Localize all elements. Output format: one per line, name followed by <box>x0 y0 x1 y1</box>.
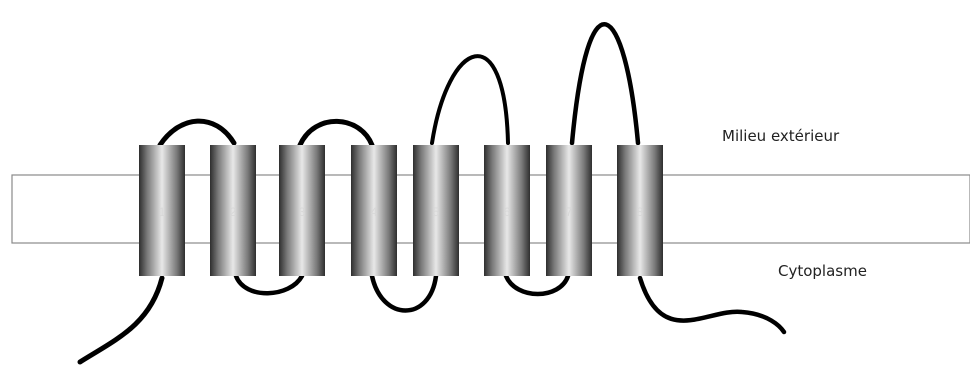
loop-4-5 <box>372 276 436 311</box>
loop-2-3 <box>236 276 302 293</box>
loop-7-8 <box>572 24 638 143</box>
loop-5-6 <box>432 56 508 143</box>
helix-5: 5 <box>413 145 459 276</box>
helix-number-5: 5 <box>433 205 440 219</box>
outside-label: Milieu extérieur <box>722 127 840 145</box>
n-terminus-tail <box>80 278 162 362</box>
helix-1: 1 <box>139 145 185 276</box>
loop-6-7 <box>506 276 568 294</box>
helix-3: 3 <box>279 145 325 276</box>
helix-number-4: 4 <box>371 205 378 219</box>
helix-8: 8 <box>617 145 663 276</box>
helix-number-1: 1 <box>159 205 166 219</box>
loop-1-2 <box>160 121 234 145</box>
loop-3-4 <box>300 121 372 145</box>
helix-number-3: 3 <box>299 205 306 219</box>
helix-number-2: 2 <box>230 205 237 219</box>
helix-4: 4 <box>351 145 397 276</box>
helix-number-8: 8 <box>637 205 644 219</box>
helix-7: 7 <box>546 145 592 276</box>
inside-label: Cytoplasme <box>778 262 867 280</box>
helix-6: 6 <box>484 145 530 276</box>
helix-number-6: 6 <box>504 205 511 219</box>
helix-2: 2 <box>210 145 256 276</box>
helix-number-7: 7 <box>566 205 573 219</box>
c-terminus-tail <box>640 278 784 332</box>
